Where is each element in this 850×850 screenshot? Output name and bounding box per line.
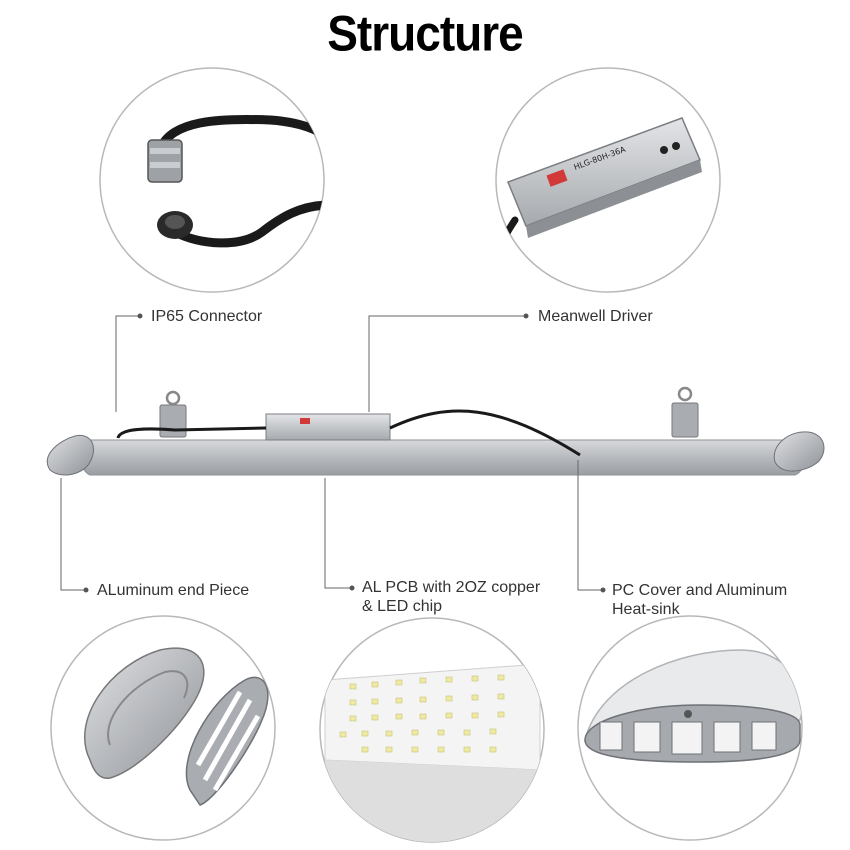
al-pcb-image xyxy=(324,663,541,842)
leader-dots xyxy=(83,313,606,593)
leader-lines xyxy=(60,315,603,591)
led-bar-fixture xyxy=(47,386,825,476)
page-title: Structure xyxy=(327,4,523,62)
pc-cover-label-line1: PC Cover and Aluminum xyxy=(612,582,788,599)
pc-cover-heatsink-circle xyxy=(577,615,803,841)
al-pcb-circle xyxy=(319,617,545,843)
ip65-connector-circle xyxy=(99,67,325,293)
ip65-connector-label: IP65 Connector xyxy=(151,308,263,325)
meanwell-driver-circle: HLG-80H-36A xyxy=(495,67,721,293)
meanwell-driver-image: HLG-80H-36A xyxy=(496,117,702,264)
al-pcb-label-line1: AL PCB with 2OZ copper xyxy=(362,579,541,596)
aluminum-end-piece-label: ALuminum end Piece xyxy=(97,582,250,599)
aluminum-end-piece-image xyxy=(84,647,269,806)
aluminum-end-piece-circle xyxy=(50,615,276,841)
pc-cover-label-line2: Heat-sink xyxy=(612,601,680,618)
led-chip-grid xyxy=(339,674,505,753)
meanwell-driver-label: Meanwell Driver xyxy=(538,308,653,325)
al-pcb-label-line2: & LED chip xyxy=(362,598,443,615)
